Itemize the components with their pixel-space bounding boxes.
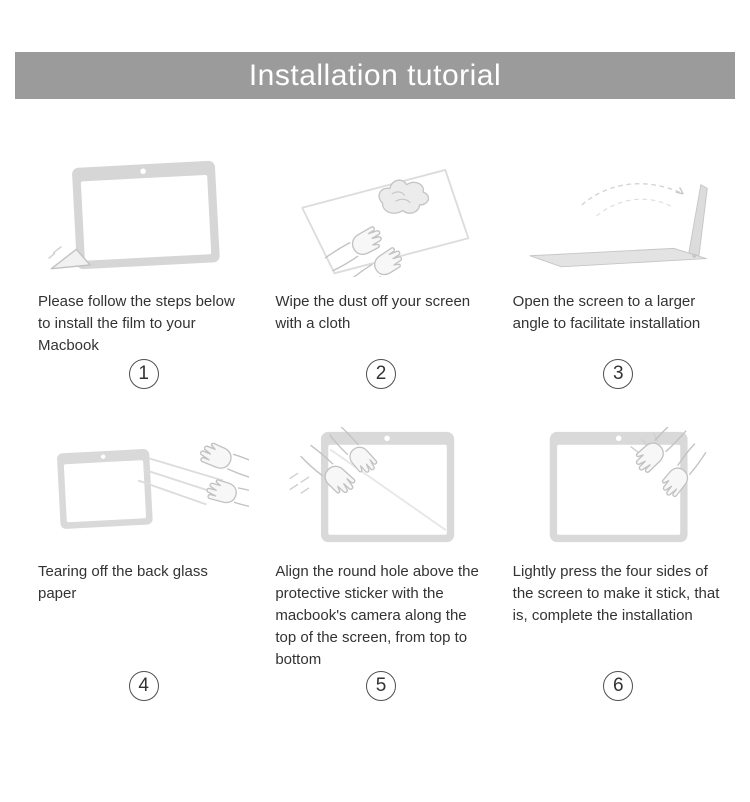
step-2-number-badge: 2 (365, 359, 396, 389)
step-2-number: 2 (375, 363, 387, 384)
step-6-caption: Lightly press the four sides of the scre… (512, 563, 720, 624)
step-3-number: 3 (613, 363, 624, 384)
step-4-caption: Tearing off the back glass paper (38, 563, 208, 602)
step-1-caption: Please follow the steps below to install… (38, 293, 235, 354)
step-1-number: 1 (138, 363, 149, 384)
step-4: Tearing off the back glass paper 4 (38, 427, 249, 701)
step-1: Please follow the steps below to install… (38, 157, 249, 389)
hands-pressing-screen-edges-svg (549, 427, 724, 543)
step-5-caption: Align the round hole above the protectiv… (275, 563, 479, 668)
step-3-caption: Open the screen to a larger angle to fac… (512, 293, 701, 332)
step-6-number-badge: 6 (603, 671, 634, 701)
page-title: Installation tutorial (248, 58, 502, 92)
step-5-number: 5 (375, 675, 387, 696)
hands-wiping-screen-with-cloth-illustration (275, 157, 486, 277)
step-6: Lightly press the four sides of the scre… (513, 427, 724, 701)
steps-grid: Please follow the steps below to install… (0, 99, 750, 701)
step-6-number: 6 (613, 675, 624, 696)
step-5-number-badge: 5 (365, 671, 396, 701)
hands-pressing-screen-edges-illustration (513, 427, 724, 547)
open-laptop-wide-angle-illustration (513, 157, 724, 277)
installation-tutorial-page: Installation tutorial Please follow the … (0, 52, 750, 802)
hands-aligning-film-on-screen-svg (289, 427, 455, 543)
step-4-number: 4 (138, 675, 149, 696)
hands-wiping-screen-with-cloth-svg (301, 169, 470, 277)
step-4-number-badge: 4 (128, 671, 159, 701)
step-2: Wipe the dust off your screen with a clo… (275, 157, 486, 389)
hands-tearing-back-paper-svg (57, 427, 249, 529)
macbook-screen-film-peel-illustration (38, 157, 249, 277)
open-laptop-wide-angle-svg (529, 183, 708, 268)
hands-aligning-film-on-screen-illustration (275, 427, 486, 547)
hands-tearing-back-paper-illustration (38, 427, 249, 547)
step-3-number-badge: 3 (603, 359, 634, 389)
step-1-number-badge: 1 (128, 359, 159, 389)
macbook-screen-film-peel-svg (48, 160, 220, 270)
step-5: Align the round hole above the protectiv… (275, 427, 486, 701)
step-3: Open the screen to a larger angle to fac… (513, 157, 724, 389)
header-banner: Installation tutorial (15, 52, 735, 99)
step-2-caption: Wipe the dust off your screen with a clo… (275, 293, 471, 332)
